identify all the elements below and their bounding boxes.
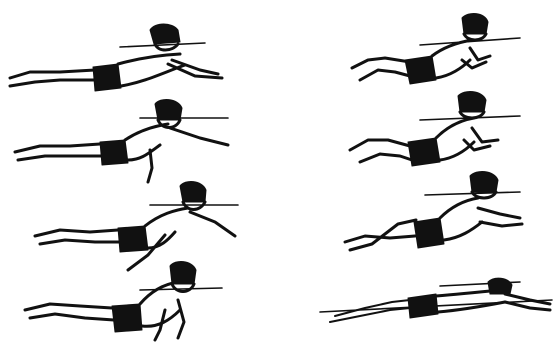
head: [462, 13, 488, 34]
leg: [10, 70, 95, 78]
back: [145, 208, 188, 226]
leg: [15, 144, 100, 152]
head: [150, 24, 180, 44]
swimmer-left-1: [10, 24, 222, 91]
swimmer-left-3: [35, 181, 238, 270]
head: [180, 181, 206, 202]
swimmer-left-4: [25, 261, 222, 340]
arm: [470, 48, 490, 60]
trunks: [112, 304, 142, 332]
arm: [472, 128, 498, 142]
leg: [352, 58, 410, 68]
leg: [10, 80, 95, 86]
leg: [360, 70, 410, 80]
head: [470, 171, 498, 192]
swimmer-right-4: [320, 278, 552, 322]
arm: [462, 60, 486, 68]
leg: [18, 156, 102, 160]
belly: [444, 222, 482, 240]
waterline: [140, 288, 222, 290]
swimmer-left-2: [15, 99, 228, 182]
trunks: [408, 138, 440, 166]
trunks: [405, 56, 436, 84]
trunks: [414, 218, 444, 248]
arm: [480, 222, 522, 226]
back: [118, 54, 180, 64]
head: [488, 278, 512, 294]
swimmer-right-1: [352, 13, 520, 84]
back: [440, 198, 478, 218]
leg: [25, 304, 112, 310]
arm: [168, 64, 222, 78]
arm: [178, 300, 184, 338]
face: [172, 284, 194, 292]
back: [436, 118, 474, 138]
trunks: [100, 140, 128, 165]
swimmer-right-2: [350, 91, 520, 166]
head: [170, 261, 196, 284]
arm: [170, 128, 228, 145]
trunks: [408, 294, 438, 318]
face: [464, 34, 486, 40]
trunks: [118, 226, 148, 252]
head: [458, 91, 486, 112]
arm: [190, 212, 235, 236]
belly: [128, 145, 160, 160]
leg: [350, 220, 416, 250]
leg: [350, 140, 410, 150]
arm: [478, 208, 520, 218]
face: [460, 112, 484, 118]
swimmer-right-3: [345, 171, 522, 250]
leg: [40, 240, 120, 244]
leg: [35, 230, 118, 236]
leg: [360, 154, 412, 162]
head: [155, 99, 182, 120]
trunks: [93, 64, 121, 91]
leg: [30, 314, 114, 320]
